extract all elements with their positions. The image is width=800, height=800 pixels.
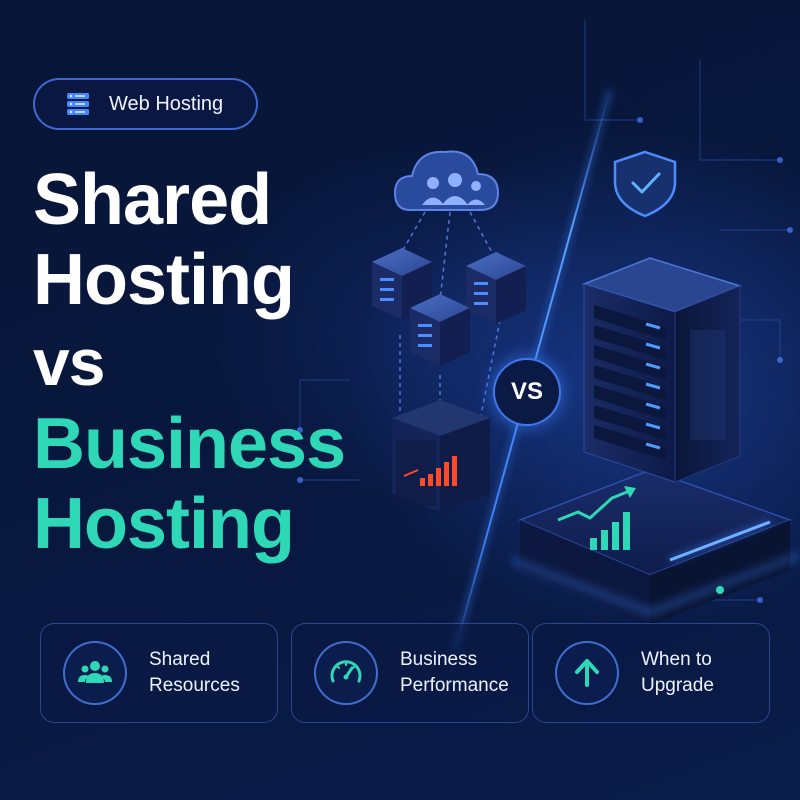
title-line-business: Business bbox=[33, 404, 346, 484]
title-line-shared: Shared bbox=[33, 160, 272, 240]
arrow-up-icon bbox=[555, 641, 619, 705]
title-line-hosting: Hosting bbox=[33, 240, 295, 320]
category-badge-label: Web Hosting bbox=[109, 92, 224, 115]
feature-cards: Shared Resources Business bbox=[40, 623, 780, 723]
feature-label-line1: Business bbox=[400, 649, 478, 670]
page-title: Shared Hosting vs Business Hosting bbox=[33, 160, 346, 564]
feature-label-line2: Performance bbox=[400, 675, 509, 696]
feature-label-line2: Resources bbox=[149, 675, 240, 696]
title-line-hosting-2: Hosting bbox=[33, 484, 295, 564]
feature-label-line1: Shared bbox=[149, 649, 211, 670]
title-line-vs: vs bbox=[33, 325, 105, 399]
server-icon bbox=[67, 93, 89, 115]
feature-card-when-to-upgrade: When to Upgrade bbox=[532, 623, 770, 723]
users-icon bbox=[63, 641, 127, 705]
speedometer-icon bbox=[314, 641, 378, 705]
feature-card-business-performance: Business Performance bbox=[291, 623, 529, 723]
vs-badge: VS bbox=[493, 358, 561, 426]
category-badge: Web Hosting bbox=[33, 78, 258, 130]
feature-label-line1: When to bbox=[641, 649, 712, 670]
feature-label-line2: Upgrade bbox=[641, 675, 714, 696]
feature-card-shared-resources: Shared Resources bbox=[40, 623, 278, 723]
